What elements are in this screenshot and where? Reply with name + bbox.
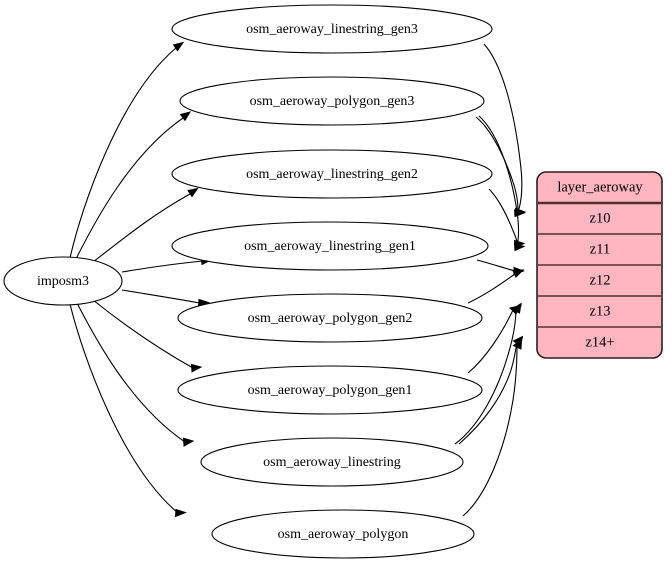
edge-imposm3-to-polygon-gen3 (75, 117, 184, 260)
arrow-head-z11-b (513, 242, 526, 252)
osm-aeroway-polygon-gen2-ellipse[interactable] (177, 293, 483, 343)
osm-aeroway-polygon-gen3-ellipse[interactable] (179, 76, 485, 126)
osm-aeroway-linestring-gen2-ellipse[interactable] (171, 149, 493, 199)
node-osm-aeroway-polygon-gen3[interactable]: osm_aeroway_polygon_gen3 (179, 76, 485, 126)
layer-aeroway-row-z13[interactable]: z13 (590, 303, 611, 319)
layer-aeroway-row-z12[interactable]: z12 (590, 272, 611, 288)
edge-polygon-gen3-to-z10 (475, 116, 519, 211)
edge-linestring-gen2-to-z11 (488, 188, 519, 245)
osm-aeroway-polygon-gen2-label: osm_aeroway_polygon_gen2 (248, 311, 413, 326)
imposm3-ellipse[interactable] (3, 256, 123, 306)
node-layer-aeroway-table[interactable]: layer_aeroway z10 z11 z12 z13 z14+ (536, 171, 663, 359)
node-osm-aeroway-polygon[interactable]: osm_aeroway_polygon (211, 509, 475, 559)
edge-imposm3-to-linestring (76, 302, 186, 443)
node-osm-aeroway-linestring[interactable]: osm_aeroway_linestring (200, 437, 464, 487)
arrow-head-polygon (174, 508, 187, 518)
edge-imposm3-to-linestring-gen1 (121, 260, 204, 273)
node-osm-aeroway-linestring-gen1[interactable]: osm_aeroway_linestring_gen1 (171, 221, 489, 271)
osm-aeroway-linestring-gen1-label: osm_aeroway_linestring_gen1 (244, 239, 416, 254)
layer-aeroway-row-z10[interactable]: z10 (590, 210, 611, 226)
edge-linestring-gen3-to-z10 (483, 43, 523, 210)
osm-aeroway-polygon-gen3-label: osm_aeroway_polygon_gen3 (250, 94, 415, 109)
node-osm-aeroway-polygon-gen2[interactable]: osm_aeroway_polygon_gen2 (177, 293, 483, 343)
osm-aeroway-linestring-ellipse[interactable] (200, 437, 464, 487)
edge-polygon-gen2-to-z12 (467, 273, 516, 304)
osm-aeroway-polygon-gen1-label: osm_aeroway_polygon_gen1 (248, 383, 413, 398)
osm-aeroway-linestring-label: osm_aeroway_linestring (263, 455, 401, 470)
node-imposm3[interactable]: imposm3 (3, 256, 123, 306)
edge-imposm3-to-polygon-gen2 (121, 289, 201, 304)
arrow-head-linestring-gen3 (172, 41, 185, 52)
imposm3-label: imposm3 (37, 274, 89, 289)
edge-imposm3-to-polygon (69, 303, 179, 514)
edge-linestring-to-z14 (458, 340, 518, 445)
layer-aeroway-row-z14plus[interactable]: z14+ (585, 334, 614, 350)
arrow-head-linestring (182, 437, 195, 447)
osm-aeroway-linestring-gen3-label: osm_aeroway_linestring_gen3 (246, 22, 418, 37)
arrow-head-z13-b (511, 302, 522, 314)
edge-imposm3-to-linestring-gen3 (69, 47, 177, 259)
layer-aeroway-header-label: layer_aeroway (557, 179, 643, 195)
osm-aeroway-linestring-gen2-label: osm_aeroway_linestring_gen2 (246, 167, 418, 182)
node-osm-aeroway-linestring-gen3[interactable]: osm_aeroway_linestring_gen3 (171, 4, 493, 54)
edge-polygon-gen1-to-z13 (467, 309, 514, 374)
edge-imposm3-to-linestring-gen2 (92, 193, 191, 263)
node-osm-aeroway-polygon-gen1[interactable]: osm_aeroway_polygon_gen1 (177, 365, 483, 415)
osm-aeroway-polygon-gen1-ellipse[interactable] (177, 365, 483, 415)
edge-linestring-gen1-to-z12 (476, 259, 516, 272)
arrow-head-z14-b (512, 338, 523, 350)
edge-linestring-to-z13 (454, 307, 517, 445)
arrow-head-z12-b (512, 269, 525, 278)
osm-aeroway-linestring-gen1-ellipse[interactable] (171, 221, 489, 271)
osm-aeroway-polygon-label: osm_aeroway_polygon (278, 527, 409, 542)
node-osm-aeroway-linestring-gen2[interactable]: osm_aeroway_linestring_gen2 (171, 149, 493, 199)
arrow-head-linestring-gen2 (187, 187, 199, 198)
edge-polygon-to-z14 (462, 344, 518, 517)
layer-aeroway-row-z11[interactable]: z11 (590, 241, 610, 257)
osm-aeroway-linestring-gen3-ellipse[interactable] (171, 4, 493, 54)
edge-group-tables-to-layer (454, 43, 527, 517)
edge-polygon-gen3-to-z11 (478, 115, 520, 242)
edge-imposm3-to-polygon-gen1 (92, 299, 194, 369)
osm-aeroway-polygon-ellipse[interactable] (211, 509, 475, 559)
arrow-head-polygon-gen3 (179, 111, 192, 122)
arrow-head-polygon-gen1 (190, 363, 203, 373)
